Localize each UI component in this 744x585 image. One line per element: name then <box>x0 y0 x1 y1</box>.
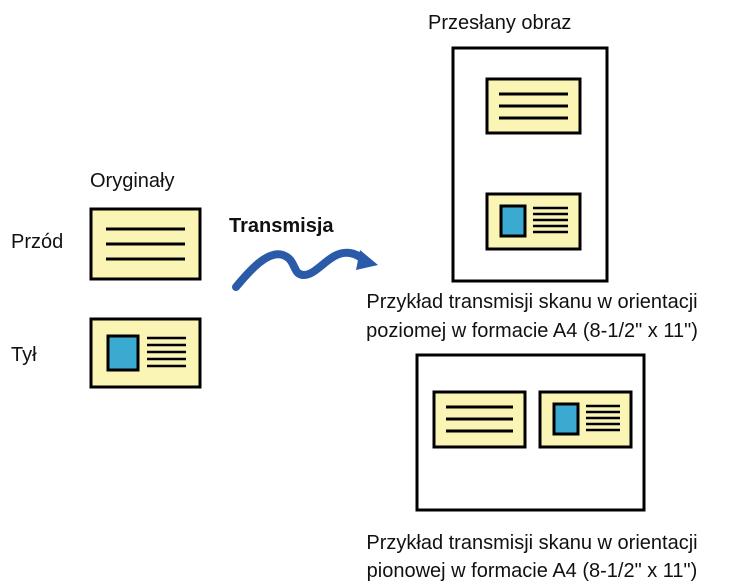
landscape-back-card <box>538 390 633 449</box>
portrait-back-card <box>485 192 582 251</box>
front-label: Przód <box>11 231 64 253</box>
originals-label: Oryginały <box>90 170 175 192</box>
landscape-front-card <box>432 390 527 449</box>
original-back-card <box>89 317 202 389</box>
result-title: Przesłany obraz <box>428 12 572 34</box>
portrait-caption-line1: Przykład transmisji skanu w orientacji <box>366 532 698 554</box>
transmission-arrow <box>232 248 378 291</box>
original-front-card <box>89 207 202 281</box>
portrait-front-card <box>485 77 582 135</box>
landscape-caption-line1: Przykład transmisji skanu w orientacji <box>366 291 698 313</box>
back-label: Tył <box>11 344 37 366</box>
landscape-caption-line2: poziomej w formacie A4 (8-1/2" x 11") <box>366 320 698 342</box>
portrait-page <box>451 46 609 283</box>
landscape-page <box>415 353 646 512</box>
portrait-caption-line2: pionowej w formacie A4 (8-1/2" x 11") <box>366 560 698 582</box>
transmission-label: Transmisja <box>229 215 334 237</box>
